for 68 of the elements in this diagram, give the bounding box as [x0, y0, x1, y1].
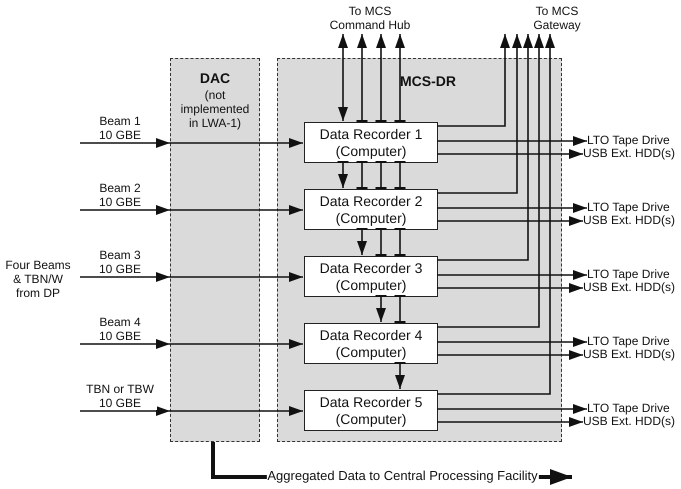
- arrow: [394, 362, 406, 389]
- arrow: [437, 216, 583, 226]
- arrow: [170, 205, 303, 215]
- arrow: [356, 34, 368, 122]
- process-box: [304, 390, 438, 431]
- input-note: Four Beams & TBN/W from DP: [4, 258, 72, 300]
- arrow: [437, 404, 587, 414]
- arrow: [170, 272, 303, 282]
- dashed-group-box: [170, 58, 260, 442]
- process-box: [304, 323, 438, 364]
- device-label: LTO Tape Drive: [587, 133, 679, 149]
- box-title: Data Recorder 4: [320, 326, 422, 344]
- arrow: [356, 228, 368, 255]
- device-label: USB Ext. HDD(s): [583, 146, 680, 162]
- box-title: Data Recorder 5: [320, 394, 422, 410]
- arrow: [374, 34, 388, 122]
- arrow: [80, 339, 170, 349]
- group-title: DAC: [198, 70, 232, 86]
- edge-label: Aggregated Data to Central Processing Facility: [266, 469, 539, 483]
- arrow: [80, 138, 170, 148]
- arrow: [80, 272, 170, 282]
- device-label: USB Ext. HDD(s): [583, 347, 680, 363]
- box-title: Data Recorder 3: [320, 260, 422, 276]
- group-note: (not implemented in LWA-1): [180, 88, 250, 130]
- box-subtitle: (Computer): [336, 276, 406, 294]
- arrow: [437, 136, 587, 146]
- box-subtitle: (Computer): [336, 210, 406, 226]
- device-label: USB Ext. HDD(s): [583, 280, 680, 296]
- device-label: LTO Tape Drive: [587, 401, 679, 417]
- edge-label: TBN or TBW 10 GBE: [83, 382, 157, 410]
- process-box: [304, 189, 438, 230]
- arrow: [437, 34, 522, 194]
- arrow: [437, 203, 587, 213]
- box-title: Data Recorder 2: [320, 192, 422, 210]
- arrow: [170, 339, 303, 349]
- device-label: LTO Tape Drive: [587, 200, 679, 216]
- group-title: MCS-DR: [400, 73, 456, 89]
- box-subtitle: (Computer): [336, 142, 406, 160]
- arrow: [437, 149, 583, 159]
- device-label: LTO Tape Drive: [587, 267, 679, 283]
- arrow: [80, 205, 170, 215]
- device-label: LTO Tape Drive: [587, 334, 679, 350]
- arrow: [170, 138, 303, 148]
- arrow: [80, 406, 170, 416]
- arrow: [437, 34, 510, 127]
- arrow: [437, 350, 583, 360]
- arrow: [394, 34, 406, 122]
- arrow: [170, 406, 303, 416]
- device-label: USB Ext. HDD(s): [583, 213, 680, 229]
- arrow: [437, 34, 533, 261]
- box-subtitle: (Computer): [336, 344, 406, 360]
- process-box: [304, 122, 438, 163]
- arrow: [437, 417, 583, 427]
- arrow: [437, 34, 555, 395]
- arrow: [338, 34, 348, 121]
- arrow: [336, 161, 350, 188]
- arrow: [374, 295, 388, 322]
- process-box: [304, 256, 438, 297]
- arrow: [437, 270, 587, 280]
- device-label: USB Ext. HDD(s): [583, 414, 680, 430]
- arrow: [437, 283, 583, 293]
- dashed-group-box: [277, 58, 562, 442]
- arrow: [437, 34, 544, 328]
- destination-label: To MCS Gateway: [500, 4, 614, 34]
- box-subtitle: (Computer): [336, 410, 406, 428]
- arrow: [437, 337, 587, 347]
- destination-label: To MCS Command Hub: [300, 4, 440, 34]
- box-title: Data Recorder 1: [320, 126, 422, 142]
